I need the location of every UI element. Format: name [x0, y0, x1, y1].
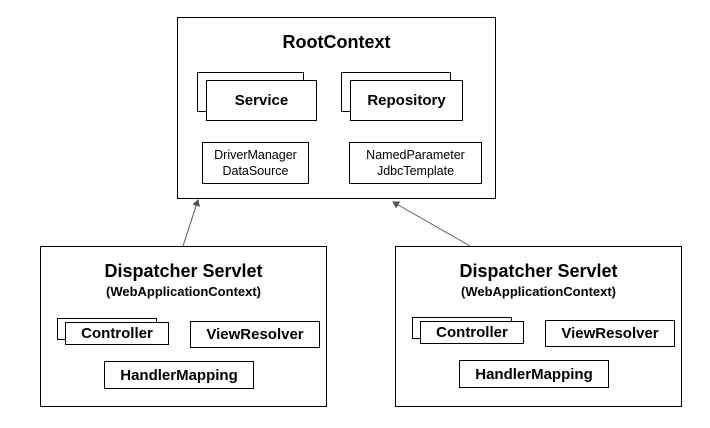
- dispatcher-2-subtitle: (WebApplicationContext): [460, 284, 617, 299]
- controller-box-1: Controller: [65, 322, 169, 345]
- arrow-dispatcher-1-to-root: [182, 199, 200, 247]
- datasource-line2: DataSource: [222, 164, 289, 178]
- repository-box: Repository: [350, 80, 463, 121]
- jdbc-template-box: NamedParameter JdbcTemplate: [349, 142, 482, 184]
- jdbc-line2: JdbcTemplate: [376, 164, 455, 178]
- dispatcher-1-title: Dispatcher Servlet: [104, 261, 263, 281]
- root-context-box: RootContext Service Repository DriverMan…: [177, 17, 496, 199]
- view-resolver-box-2: ViewResolver: [545, 320, 675, 347]
- dispatcher-servlet-2-box: Dispatcher Servlet (WebApplicationContex…: [395, 246, 682, 407]
- arrow-dispatcher-2-to-root: [392, 201, 471, 247]
- dispatcher-servlet-1-box: Dispatcher Servlet (WebApplicationContex…: [40, 246, 327, 407]
- service-box: Service: [206, 80, 317, 121]
- datasource-line1: DriverManager: [214, 148, 297, 162]
- dispatcher-1-subtitle: (WebApplicationContext): [105, 284, 262, 299]
- controller-box-2: Controller: [420, 321, 524, 344]
- jdbc-line1: NamedParameter: [366, 148, 465, 162]
- dispatcher-2-title: Dispatcher Servlet: [459, 261, 618, 281]
- datasource-box: DriverManager DataSource: [202, 142, 309, 184]
- handler-mapping-box-1: HandlerMapping: [104, 361, 254, 389]
- handler-mapping-box-2: HandlerMapping: [459, 360, 609, 388]
- view-resolver-box-1: ViewResolver: [190, 321, 320, 348]
- root-context-title: RootContext: [282, 32, 391, 52]
